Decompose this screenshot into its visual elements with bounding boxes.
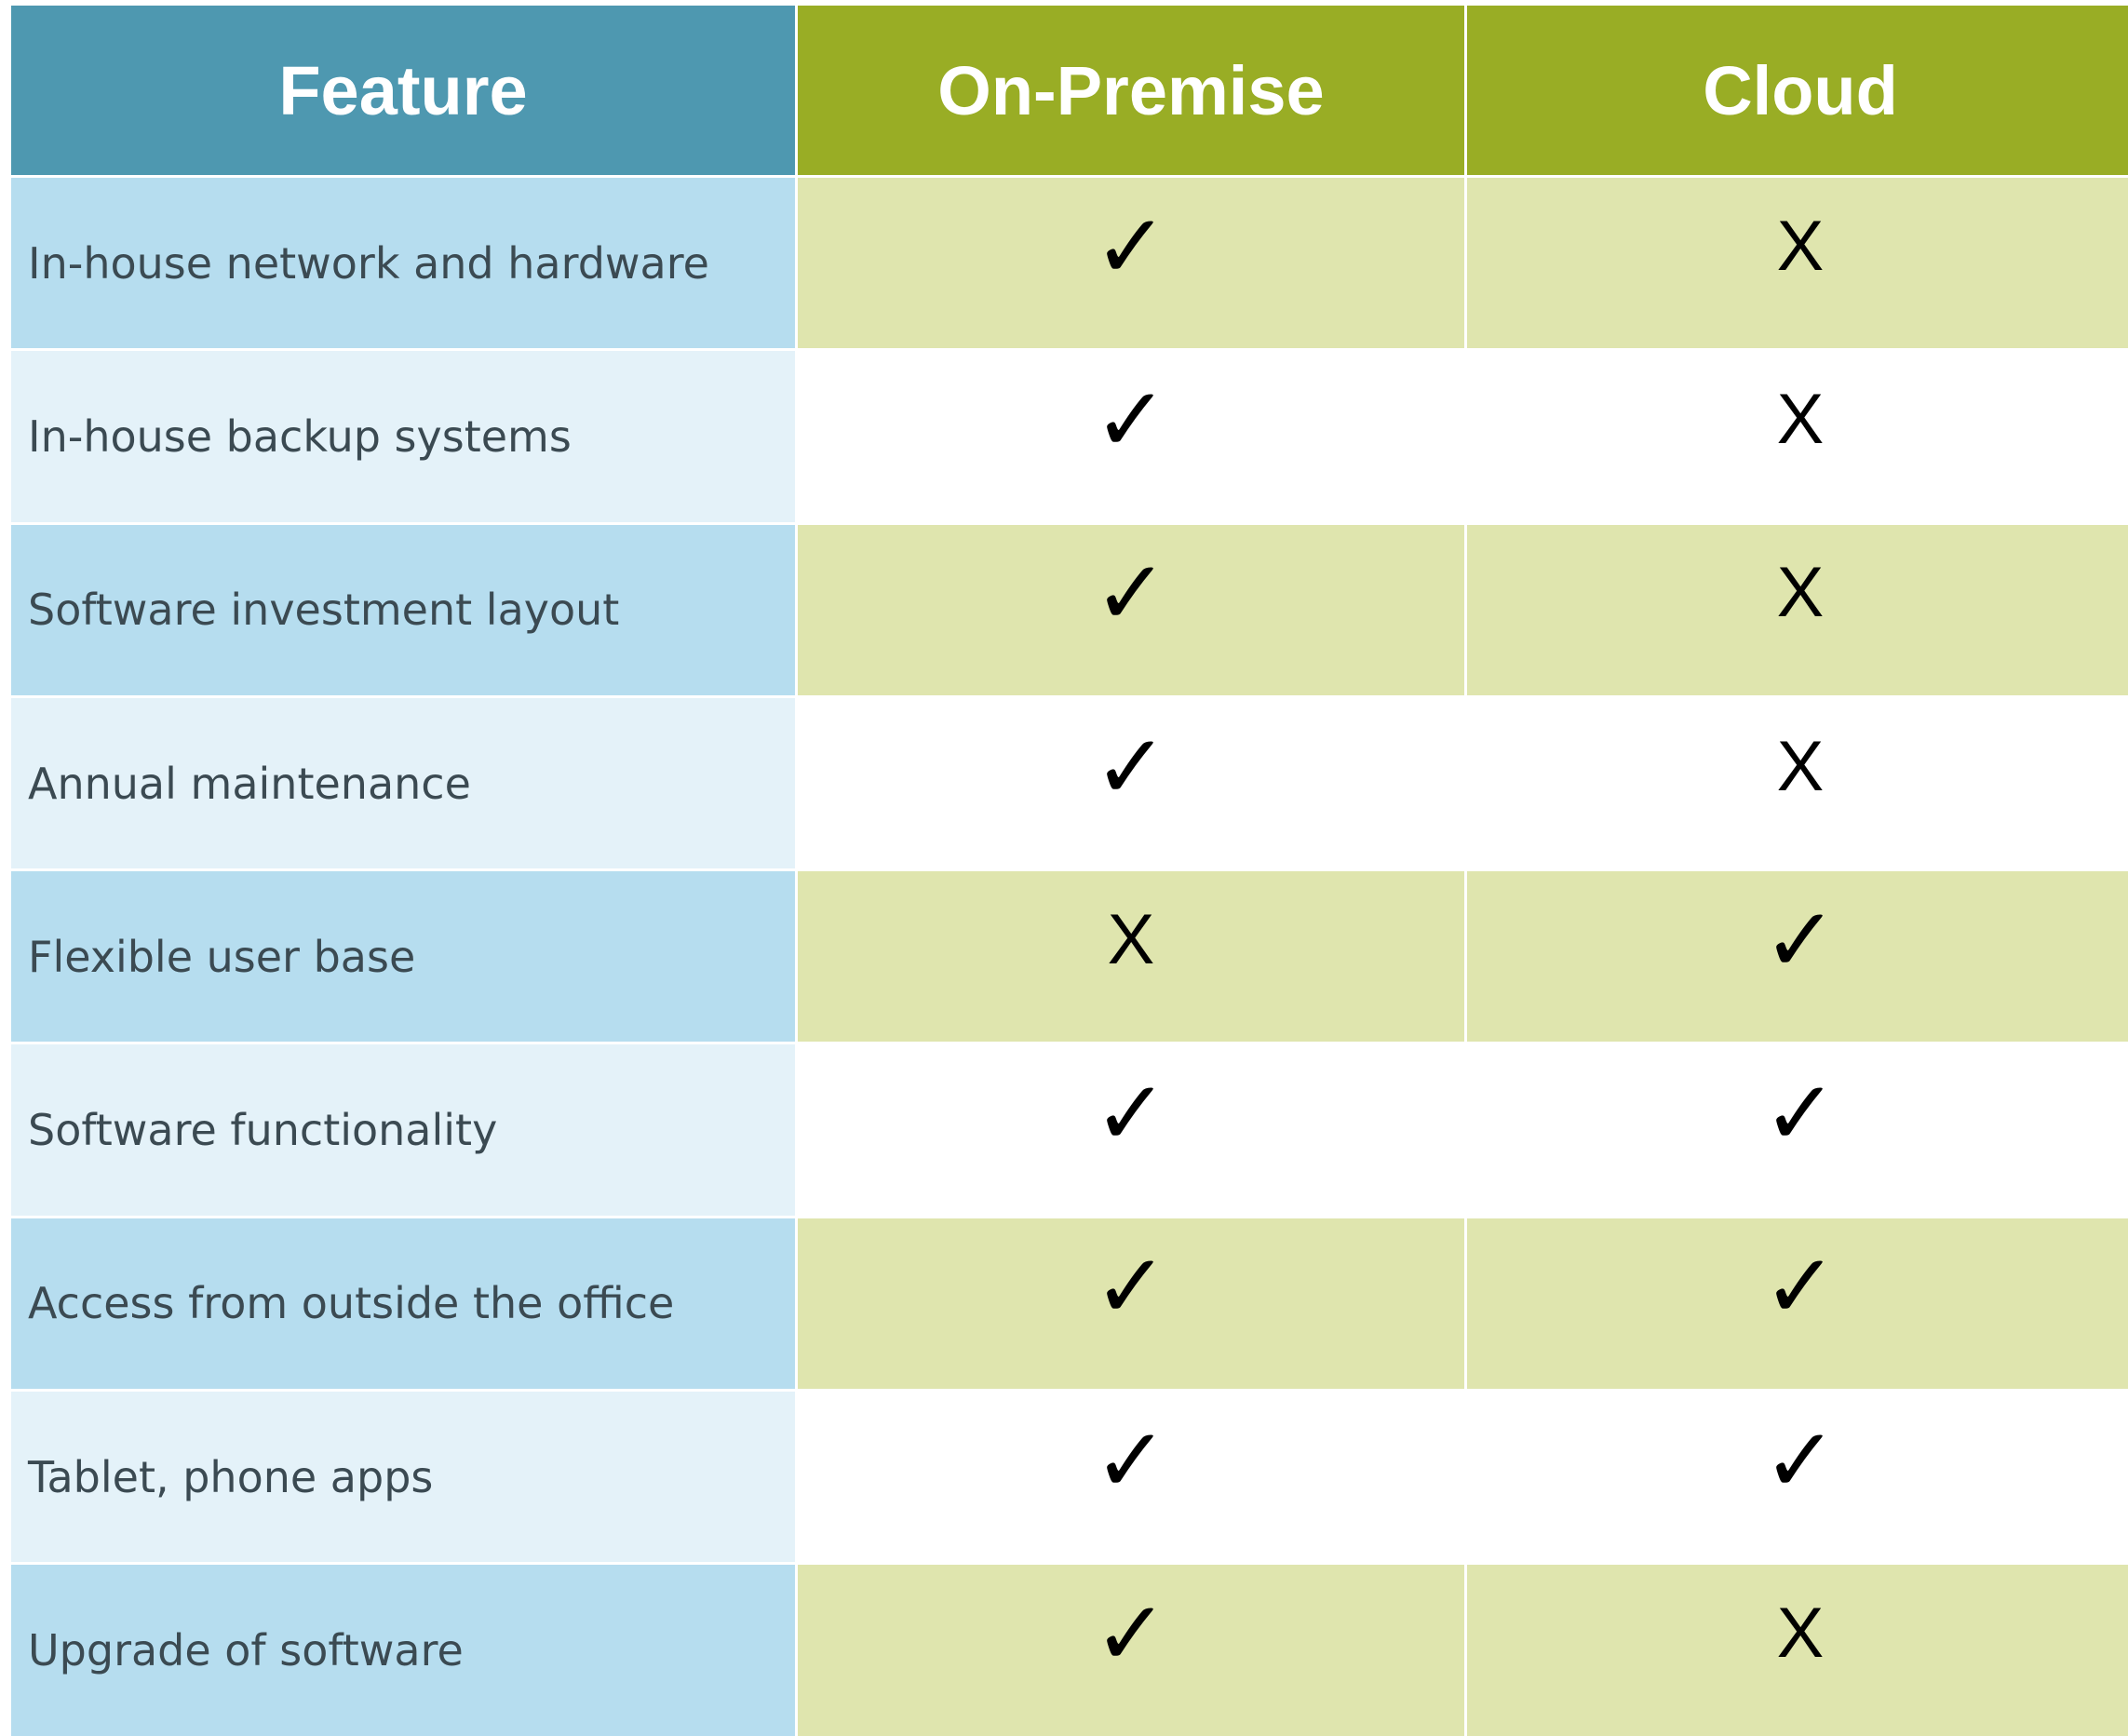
- on-premise-mark: ✓: [1093, 1407, 1169, 1513]
- feature-cell: Upgrade of software: [11, 1565, 795, 1736]
- cloud-cell: X: [1467, 524, 2128, 695]
- on-premise-cell: ✓: [798, 1392, 1464, 1563]
- cloud-mark: X: [1776, 553, 1825, 633]
- cloud-cell: X: [1467, 697, 2128, 869]
- on-premise-mark: X: [1107, 899, 1155, 979]
- feature-cell: Flexible user base: [11, 871, 795, 1043]
- on-premise-cell: ✓: [798, 697, 1464, 869]
- feature-cell: In-house network and hardware: [11, 178, 795, 349]
- header-on-premise: On-Premise: [798, 6, 1464, 175]
- cloud-cell: X: [1467, 1565, 2128, 1736]
- cloud-cell: X: [1467, 178, 2128, 349]
- cloud-cell: ✓: [1467, 1044, 2128, 1216]
- on-premise-cell: ✓: [798, 178, 1464, 349]
- on-premise-cell: ✓: [798, 524, 1464, 695]
- cloud-mark: ✓: [1762, 1407, 1838, 1513]
- cloud-cell: ✓: [1467, 1218, 2128, 1390]
- on-premise-mark: ✓: [1093, 194, 1169, 299]
- on-premise-mark: ✓: [1093, 1061, 1169, 1166]
- feature-cell: Access from outside the office: [11, 1218, 795, 1390]
- cloud-mark: X: [1776, 1594, 1825, 1674]
- feature-cell: Tablet, phone apps: [11, 1392, 795, 1563]
- cloud-mark: X: [1776, 726, 1825, 806]
- cloud-mark: X: [1776, 379, 1825, 459]
- on-premise-cell: ✓: [798, 1218, 1464, 1390]
- cloud-cell: ✓: [1467, 1392, 2128, 1563]
- on-premise-mark: ✓: [1093, 1581, 1169, 1687]
- on-premise-mark: ✓: [1093, 714, 1169, 819]
- feature-cell: Software investment layout: [11, 524, 795, 695]
- comparison-table: Feature On-Premise Cloud In-house networ…: [11, 6, 2128, 1736]
- on-premise-cell: ✓: [798, 1565, 1464, 1736]
- feature-cell: Annual maintenance: [11, 697, 795, 869]
- header-cloud: Cloud: [1467, 6, 2128, 175]
- cloud-cell: X: [1467, 351, 2128, 522]
- on-premise-cell: X: [798, 871, 1464, 1043]
- on-premise-mark: ✓: [1093, 541, 1169, 646]
- header-feature: Feature: [11, 6, 795, 175]
- on-premise-mark: ✓: [1093, 367, 1169, 472]
- on-premise-cell: ✓: [798, 351, 1464, 522]
- on-premise-mark: ✓: [1093, 1234, 1169, 1339]
- cloud-mark: ✓: [1762, 887, 1838, 992]
- on-premise-cell: ✓: [798, 1044, 1464, 1216]
- cloud-mark: ✓: [1762, 1061, 1838, 1166]
- feature-cell: In-house backup systems: [11, 351, 795, 522]
- cloud-mark: X: [1776, 206, 1825, 286]
- cloud-cell: ✓: [1467, 871, 2128, 1043]
- feature-cell: Software functionality: [11, 1044, 795, 1216]
- cloud-mark: ✓: [1762, 1234, 1838, 1339]
